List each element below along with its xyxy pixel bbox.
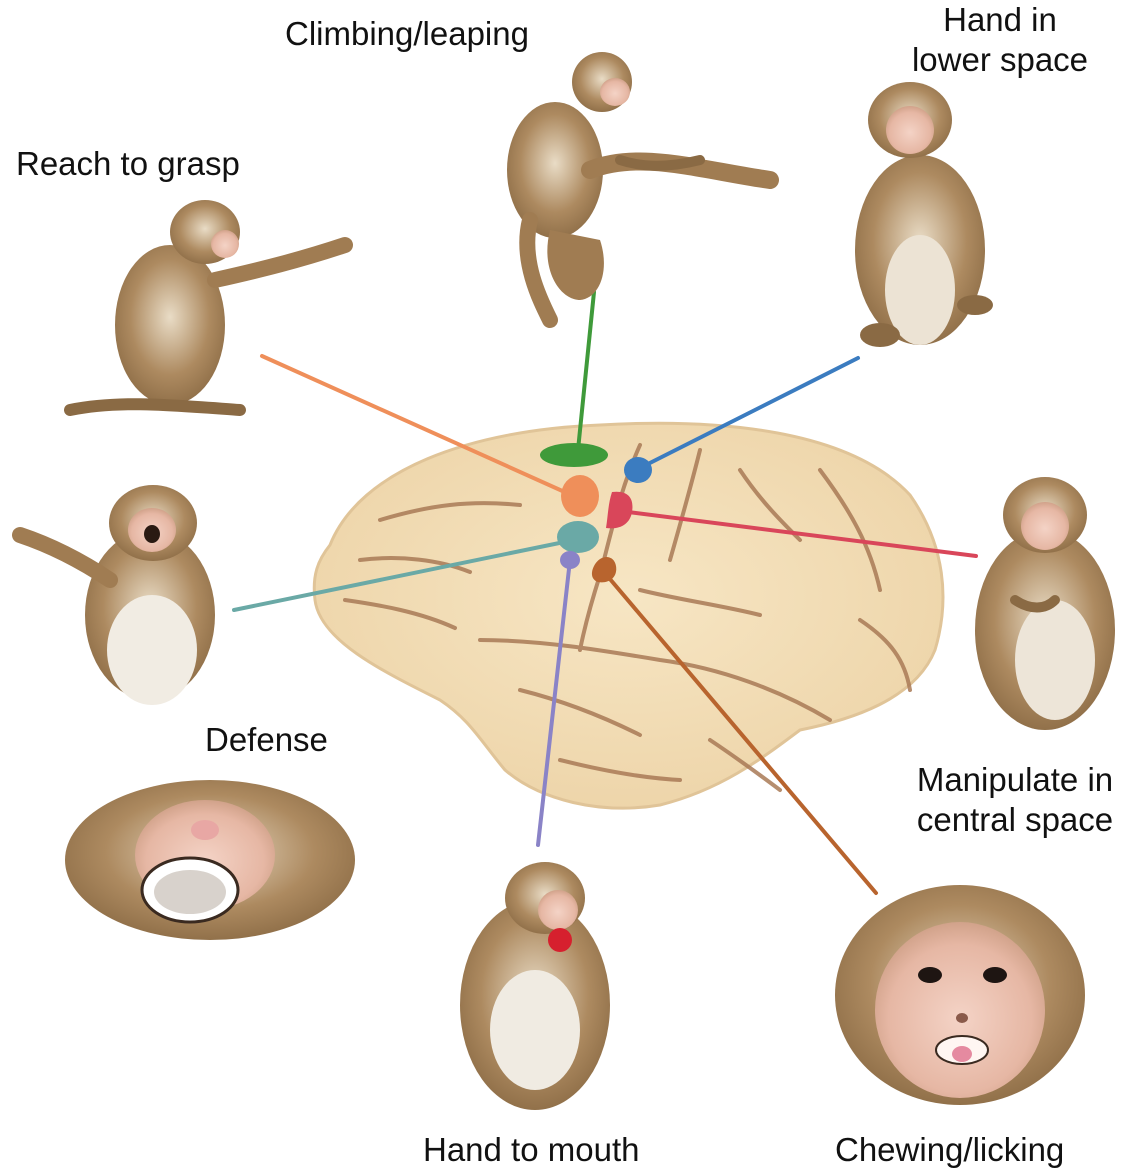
monkey-manipulate-central-space-illustration (975, 477, 1115, 730)
line-hand-lower (634, 356, 860, 472)
monkey-defense-face-illustration (65, 780, 355, 940)
label-manipulate-central-space: Manipulate in central space (900, 760, 1130, 839)
line-climbing (576, 290, 596, 452)
label-hand-to-mouth: Hand to mouth (423, 1131, 640, 1168)
line-reach (260, 354, 580, 500)
label-climbing-leaping: Climbing/leaping (285, 15, 529, 52)
zone-chewing (591, 557, 617, 583)
monkey-hand-lower-space-illustration (855, 82, 993, 347)
zone-hand-mouth (560, 551, 580, 569)
label-hand-in-lower-space: Hand in lower space (895, 0, 1105, 79)
connector-lines (232, 290, 978, 895)
line-manipulate (610, 508, 978, 558)
brain (312, 421, 945, 810)
monkey-chewing-licking-face-illustration (835, 885, 1085, 1105)
zone-reach (561, 475, 599, 517)
monkey-climbing-leaping-illustration (507, 52, 779, 328)
monkey-reach-to-grasp-illustration (64, 200, 353, 416)
label-hand-in-lower-space-line1: Hand in (943, 1, 1057, 38)
brain-zones (540, 443, 652, 583)
zone-defense (557, 521, 599, 553)
zone-climbing (540, 443, 608, 467)
line-hand-mouth (536, 558, 572, 847)
label-defense: Defense (205, 721, 328, 758)
zone-hand-lower (624, 457, 652, 483)
line-chewing (602, 570, 878, 895)
zone-manipulate (606, 491, 633, 529)
monkey-defense-sitting-illustration (12, 485, 215, 705)
label-hand-in-lower-space-line2: lower space (911, 40, 1089, 78)
label-reach-to-grasp: Reach to grasp (16, 145, 240, 182)
line-defense (232, 538, 576, 612)
label-chewing-licking: Chewing/licking (835, 1131, 1065, 1168)
label-manipulate-line2: central space (916, 800, 1114, 838)
monkey-hand-to-mouth-illustration (460, 862, 610, 1110)
label-manipulate-line1: Manipulate in (916, 761, 1114, 798)
